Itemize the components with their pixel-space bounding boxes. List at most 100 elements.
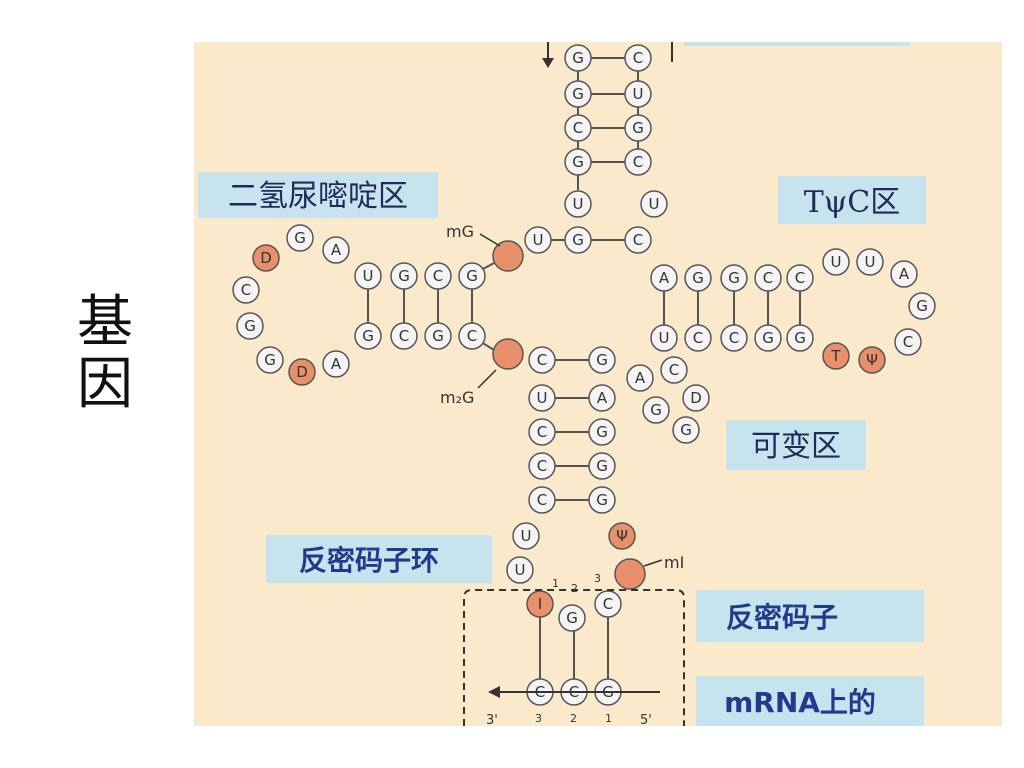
anticodon-stem-right-base-1-circle <box>588 346 616 374</box>
acceptor-right-base-2: U <box>624 80 652 108</box>
label-anticodon-text: 反密码子 <box>726 601 838 634</box>
t-loop-base-4: G <box>908 292 936 320</box>
junction-base-2-circle <box>564 226 592 254</box>
t-stem-top-base-1-circle <box>650 264 678 292</box>
label-tpsic-region: TψC区 <box>778 176 926 224</box>
t-stem-top-base-3: G <box>720 264 748 292</box>
anticodon-stem-right-base-5-letter: G <box>596 491 608 509</box>
anticodon-stem-left-base-5-circle <box>528 486 556 514</box>
mrna-direction-arrow <box>488 686 500 698</box>
mod-label-mI: mI <box>664 553 684 572</box>
gene-title-char-1: 基 <box>77 290 133 355</box>
label-tpsic-region-text: TψC区 <box>804 185 901 220</box>
t-stem-top-base-4-letter: C <box>763 269 773 287</box>
label-mrna-codon-text: mRNA上的 <box>724 686 876 719</box>
d-stem-top-base-2-circle <box>390 262 418 290</box>
anticodon-stem-left-base-5-letter: C <box>537 491 547 509</box>
t-stem-bottom-base-1-circle <box>650 324 678 352</box>
anticodon-stem-left-base-4-letter: C <box>537 457 547 475</box>
t-stem-top-base-4-circle <box>754 264 782 292</box>
mod-label-mG: mG <box>446 222 474 241</box>
t-loop-base-5-circle <box>894 328 922 356</box>
mod-pointer-mG <box>479 233 501 247</box>
anticodon-stem-left-base-4: C <box>528 452 556 480</box>
variable-loop-base-4-letter: G <box>680 421 692 439</box>
junction-base-3: C <box>624 226 652 254</box>
d-stem-bottom-base-1: G <box>354 322 382 350</box>
acceptor-left-base-5: U <box>564 190 592 218</box>
anticodon-base-1-letter: I <box>538 595 542 613</box>
acceptor-left-base-3-letter: C <box>573 119 583 137</box>
acceptor-left-base-3-circle <box>564 114 592 142</box>
acceptor-right-base-3-letter: G <box>632 119 644 137</box>
anticodon-stem-left-base-3-circle <box>528 418 556 446</box>
t-loop-base-2-circle <box>856 248 884 276</box>
d-stem-bottom-base-3-letter: G <box>432 327 444 345</box>
d-stem-bottom-base-2-circle <box>390 322 418 350</box>
acceptor-left-base-4-letter: G <box>572 153 584 171</box>
mrna-pos-2: 2 <box>570 712 577 725</box>
d-loop-base-1-letter: D <box>260 249 272 267</box>
acceptor-left-base-1-letter: G <box>572 49 584 67</box>
acceptor-left-base-4-circle <box>564 148 592 176</box>
d-stem-top-base-3: C <box>424 262 452 290</box>
t-stem-top-base-1: A <box>650 264 678 292</box>
d-stem-bottom-base-4-circle <box>458 322 486 350</box>
d-loop-base-2-letter: G <box>294 229 306 247</box>
acceptor-left-base-3: C <box>564 114 592 142</box>
d-loop-base-7: D <box>288 358 316 386</box>
variable-loop-base-3-circle <box>642 396 670 424</box>
anticodon-stem-right-base-5: G <box>588 486 616 514</box>
t-stem-bottom-base-1: U <box>650 324 678 352</box>
t-loop-base-7: T <box>822 342 850 370</box>
d-stem-bottom-base-2-letter: C <box>399 327 409 345</box>
acceptor-left-base-2-circle <box>564 80 592 108</box>
top-right-label-fragment <box>684 42 910 46</box>
variable-loop-base-1-circle <box>626 364 654 392</box>
d-loop-base-6-circle <box>256 346 284 374</box>
variable-loop-base-5-circle <box>682 384 710 412</box>
d-stem-bottom-base-4: C <box>458 322 486 350</box>
anticodon-stem-left-base-2: U <box>528 384 556 412</box>
t-loop-base-6: Ψ <box>858 346 886 374</box>
acceptor-right-base-2-letter: U <box>633 85 644 103</box>
anticodon-stem-right-base-2: A <box>588 384 616 412</box>
anticodon-stem-left-base-1: C <box>528 346 556 374</box>
t-loop-base-4-letter: G <box>916 297 928 315</box>
variable-loop-base-2-circle <box>660 356 688 384</box>
acceptor-right-base-1-circle <box>624 44 652 72</box>
anticodon-stem-left-base-2-letter: U <box>537 389 548 407</box>
acceptor-right-base-4: C <box>624 148 652 176</box>
anticodon-stem-left-base-1-letter: C <box>537 351 547 369</box>
d-loop-base-8-letter: A <box>331 355 342 373</box>
t-loop-base-4-circle <box>908 292 936 320</box>
d-loop-base-8: A <box>322 350 350 378</box>
t-stem-bottom-base-3-circle <box>720 324 748 352</box>
anticodon-stem-right-base-2-circle <box>588 384 616 412</box>
d-loop-base-1-circle <box>252 244 280 272</box>
d-loop-base-7-circle <box>288 358 316 386</box>
anticodon-stem-left-base-3: C <box>528 418 556 446</box>
acceptor-right-base-5-letter: U <box>649 195 660 213</box>
acceptor-arrow-head <box>542 58 554 68</box>
d-stem-top-base-3-letter: C <box>433 267 443 285</box>
d-stem-top-base-4-circle <box>458 262 486 290</box>
mrna-pos-3: 1 <box>605 712 612 725</box>
d-stem-top-base-2-letter: G <box>398 267 410 285</box>
d-loop-base-3-circle <box>322 236 350 264</box>
d-stem-top-base-1: U <box>354 262 382 290</box>
t-stem-bottom-base-2-letter: C <box>693 329 703 347</box>
d-loop-base-3-letter: A <box>331 241 342 259</box>
variable-loop-base-1: A <box>626 364 654 392</box>
junction-base-1-letter: U <box>533 231 544 249</box>
d-loop-base-4: C <box>232 276 260 304</box>
anticodon-base-2: G <box>558 604 586 632</box>
acceptor-left-base-5-circle <box>564 190 592 218</box>
anticodon-stem-left-base-1-circle <box>528 346 556 374</box>
d-loop-base-5: G <box>236 312 264 340</box>
t-stem-top-base-5: C <box>786 264 814 292</box>
label-anticodon-loop: 反密码子环 <box>266 535 492 583</box>
d-loop-base-3: A <box>322 236 350 264</box>
